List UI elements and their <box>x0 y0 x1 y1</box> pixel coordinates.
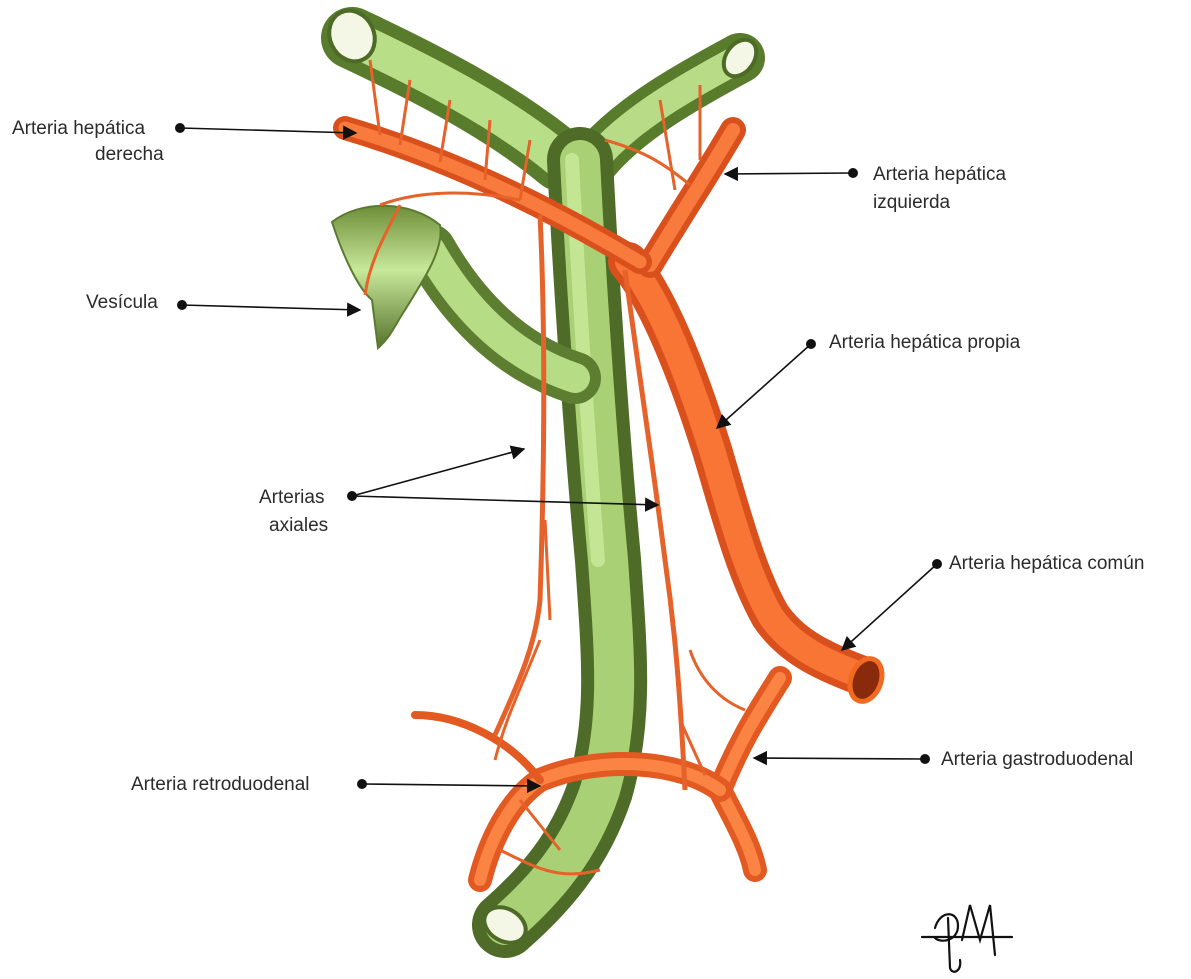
label-left-hepatic-line1: Arteria hepática <box>873 164 1007 185</box>
leader-arrow <box>180 128 356 133</box>
leader-arrow <box>754 758 925 759</box>
label-axial-line2: axiales <box>269 515 328 536</box>
label-left-hepatic-line2: izquierda <box>873 192 951 213</box>
leader-arrow <box>717 344 811 428</box>
label-right-hepatic-line2: derecha <box>95 144 164 165</box>
leader-arrow <box>725 173 853 174</box>
label-gallbladder: Vesícula <box>86 292 360 313</box>
label-right-hepatic: Arteria hepática derecha <box>12 118 356 165</box>
label-proper-hepatic: Arteria hepática propia <box>717 332 1021 428</box>
label-proper-hepatic-text: Arteria hepática propia <box>829 332 1021 353</box>
gallbladder-neck <box>332 206 441 348</box>
label-gallbladder-text: Vesícula <box>86 292 158 313</box>
label-left-hepatic: Arteria hepática izquierda <box>725 164 1007 213</box>
label-gastroduodenal-text: Arteria gastroduodenal <box>941 749 1133 770</box>
artist-signature <box>922 905 1012 972</box>
label-retroduodenal-text: Arteria retroduodenal <box>131 774 310 795</box>
label-axial-line1: Arterias <box>259 487 324 508</box>
axial-artery-left <box>495 215 544 735</box>
label-common-hepatic: Arteria hepática común <box>842 553 1144 650</box>
label-common-hepatic-text: Arteria hepática común <box>949 553 1144 574</box>
leader-arrow-left <box>352 449 524 496</box>
label-gastroduodenal: Arteria gastroduodenal <box>754 749 1133 770</box>
label-right-hepatic-line1: Arteria hepática <box>12 118 146 139</box>
leader-arrow <box>842 564 937 650</box>
leader-arrow <box>182 305 360 310</box>
leader-arrow <box>362 784 540 786</box>
label-retroduodenal: Arteria retroduodenal <box>131 774 540 795</box>
